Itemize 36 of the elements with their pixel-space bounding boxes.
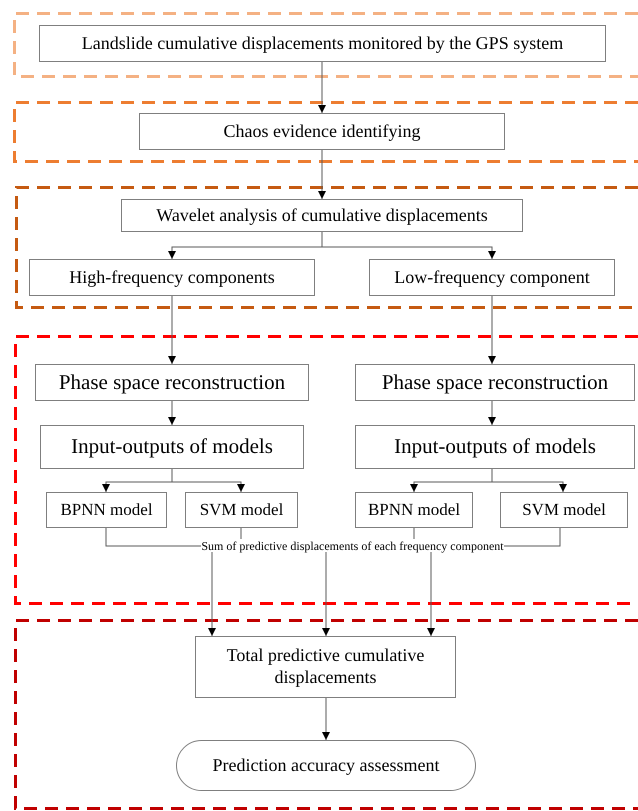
arrow <box>318 62 326 114</box>
process-box: SVM model <box>185 492 298 528</box>
connector-line <box>240 528 242 540</box>
process-box: High-frequency components <box>29 259 315 296</box>
process-box: SVM model <box>500 492 628 528</box>
process-box: Input-outputs of models <box>40 425 304 469</box>
dashed-stage-frame <box>13 101 638 163</box>
process-box: Total predictive cumulative displacements <box>195 636 456 698</box>
dashed-stage-frame <box>14 619 638 810</box>
dashed-stage-frame <box>13 12 638 78</box>
process-box: Low-frequency component <box>369 259 615 296</box>
process-box: Chaos evidence identifying <box>139 113 505 150</box>
arrow <box>168 296 176 364</box>
arrow <box>322 232 496 260</box>
process-box: Wavelet analysis of cumulative displacements <box>121 199 523 232</box>
arrow <box>172 468 245 492</box>
connector-line <box>106 528 202 546</box>
arrow <box>322 698 330 740</box>
process-box: Phase space reconstruction <box>355 364 635 401</box>
connector-line <box>504 528 560 546</box>
arrow <box>488 400 496 426</box>
arrow <box>322 552 330 636</box>
process-box: Input-outputs of models <box>355 425 635 469</box>
process-box: BPNN model <box>46 492 167 528</box>
terminal-box: Prediction accuracy assessment <box>176 740 476 791</box>
process-box: BPNN model <box>355 492 473 528</box>
arrow <box>318 150 326 200</box>
process-box: Landslide cumulative displacements monitored by the GPS system <box>39 25 606 62</box>
dashed-stage-frame <box>14 335 638 605</box>
arrow <box>488 296 496 364</box>
process-box: Phase space reconstruction <box>35 364 309 401</box>
arrow <box>427 552 435 636</box>
arrow <box>208 552 216 636</box>
arrow <box>168 400 176 426</box>
summary-label: Sum of predictive displacements of each frequency component <box>201 539 504 552</box>
dashed-stage-frame <box>15 186 638 309</box>
